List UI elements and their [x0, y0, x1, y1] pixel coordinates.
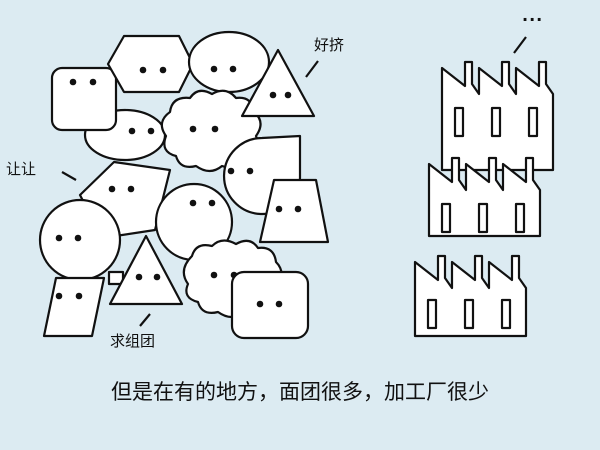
pointer-line-jam — [305, 60, 319, 78]
label-give-way: 让让 — [6, 160, 37, 178]
dough-rounded-square-bottomright — [230, 270, 310, 340]
factory-icon — [413, 254, 528, 338]
caption: 但是在有的地方，面团很多，加工厂很少 — [111, 380, 489, 404]
factory-icon — [427, 156, 542, 238]
factory-icon — [440, 60, 555, 172]
dough-triangle-bottom — [108, 234, 184, 306]
dough-rounded-square-topleft — [50, 66, 118, 132]
dough-trapezoid — [258, 178, 330, 244]
pointer-line-group — [139, 313, 151, 327]
dough-triangle-top — [240, 48, 316, 118]
dough-ellipse-top — [187, 30, 271, 94]
pointer-line-ellipsis — [513, 36, 527, 54]
dough-hexagon — [106, 34, 195, 94]
label-ellipsis: ... — [522, 6, 544, 25]
pointer-line-give-way — [61, 171, 77, 181]
dough-circle-left — [38, 198, 122, 282]
label-jam: 好挤 — [314, 36, 345, 54]
dough-parallelogram — [42, 276, 106, 338]
label-group: 求组团 — [110, 332, 156, 350]
